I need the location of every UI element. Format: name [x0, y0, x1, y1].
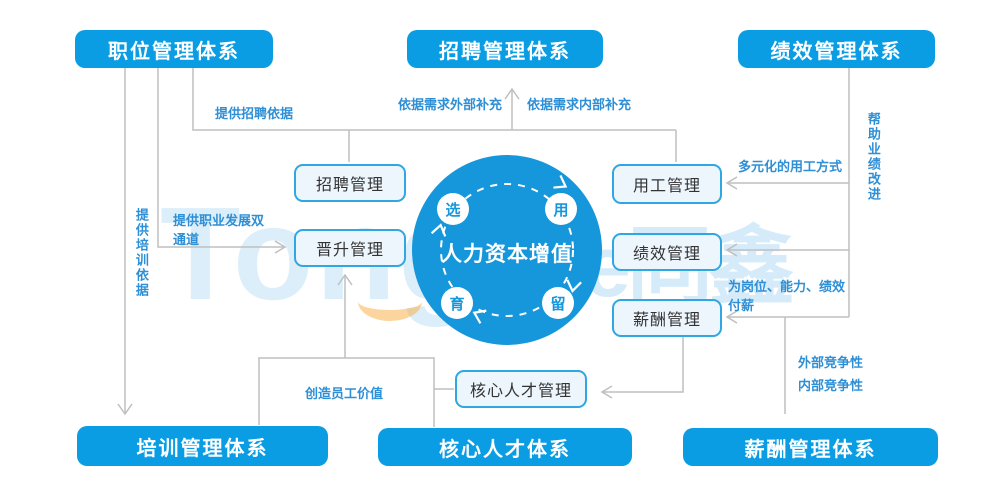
watermark-arc: [358, 282, 422, 321]
system-box-position: 职位管理体系: [75, 30, 273, 68]
label-external-competitiveness: 外部竞争性: [798, 355, 864, 370]
label-external-supplement: 依据需求外部补充: [398, 97, 503, 112]
cycle-node-retain: 留: [542, 287, 574, 319]
system-box-training: 培训管理体系: [77, 426, 328, 466]
label-create-employee-value: 创造员工价值: [305, 386, 384, 401]
module-box-compensation-mgmt: 薪酬管理: [612, 299, 722, 337]
cycle-arrow-bottom: [472, 309, 487, 324]
label-diverse-employment: 多元化的用工方式: [738, 159, 843, 174]
module-box-promotion-mgmt: 晋升管理: [294, 229, 406, 267]
system-box-core-talent: 核心人才体系: [378, 428, 632, 466]
label-help-performance-improve: 帮助业绩改进: [865, 112, 881, 202]
module-box-employment-mgmt: 用工管理: [612, 164, 722, 204]
module-box-performance-mgmt: 绩效管理: [612, 233, 722, 271]
system-box-performance: 绩效管理体系: [738, 30, 935, 68]
module-box-core-talent-mgmt: 核心人才管理: [455, 370, 587, 408]
label-pay-basis: 为岗位、能力、绩效付薪: [728, 279, 846, 313]
cycle-arrow-right: [566, 279, 582, 293]
label-internal-supplement: 依据需求内部补充: [527, 97, 632, 112]
cycle-node-develop: 育: [441, 287, 473, 319]
label-provide-recruit-basis: 提供招聘依据: [215, 106, 294, 121]
label-internal-competitiveness: 内部竞争性: [798, 378, 864, 393]
label-provide-training-basis: 提供培训依据: [133, 208, 149, 298]
module-box-recruit-mgmt: 招聘管理: [294, 164, 406, 202]
system-box-recruitment: 招聘管理体系: [407, 30, 603, 68]
cycle-arrow-top: [553, 174, 568, 189]
cycle-arrow-left: [430, 223, 447, 237]
human-capital-title: 人力资本增值: [441, 243, 573, 266]
cycle-dashed-ring: [440, 183, 574, 317]
cycle-node-use: 用: [545, 193, 577, 225]
cycle-node-select: 选: [437, 193, 469, 225]
system-box-compensation: 薪酬管理体系: [683, 428, 938, 466]
human-capital-circle: [412, 155, 602, 345]
label-dual-career-channel: 提供职业发展双通道: [173, 213, 265, 247]
